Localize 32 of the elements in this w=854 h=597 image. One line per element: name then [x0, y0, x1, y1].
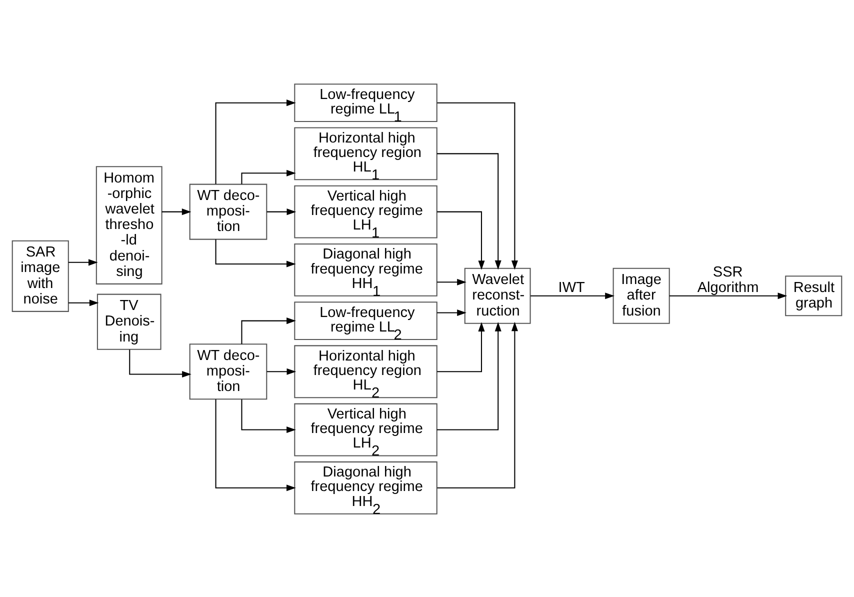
- arrow: [215, 99, 296, 184]
- arrow: [162, 208, 192, 215]
- arrow: [266, 208, 296, 215]
- arrow: [68, 299, 99, 306]
- edge-label: SSR Algorithm: [697, 264, 759, 296]
- node-box: WT deco- mposi- tion: [189, 183, 268, 240]
- arrow: [241, 169, 296, 184]
- arrow: [437, 278, 466, 285]
- arrow: [530, 292, 614, 299]
- arrow: [241, 398, 296, 433]
- arrow: [437, 321, 518, 488]
- node-box: Result graph: [785, 275, 842, 316]
- node-box: Wavelet reconst- ruction: [464, 267, 531, 324]
- node-box: Homom -orphic wavelet thresho -ld denoi- sing: [96, 166, 162, 284]
- node-box: TV Denois- ing: [96, 293, 162, 350]
- node-box: SAR image with noise: [12, 240, 69, 312]
- arrow: [266, 368, 296, 374]
- arrow: [436, 152, 502, 270]
- arrow: [241, 317, 296, 344]
- arrow: [129, 349, 192, 378]
- node-box: Image after fusion: [612, 267, 670, 324]
- arrow: [215, 398, 296, 491]
- arrow: [437, 308, 466, 316]
- arrow: [437, 210, 485, 270]
- arrow: [669, 292, 788, 299]
- arrow: [437, 102, 518, 270]
- arrow: [437, 322, 485, 372]
- node-box: WT deco- mposi- tion: [189, 343, 268, 400]
- arrow: [68, 258, 98, 266]
- arrow: [436, 322, 502, 430]
- edge-label: IWT: [558, 279, 585, 296]
- arrow: [215, 238, 296, 267]
